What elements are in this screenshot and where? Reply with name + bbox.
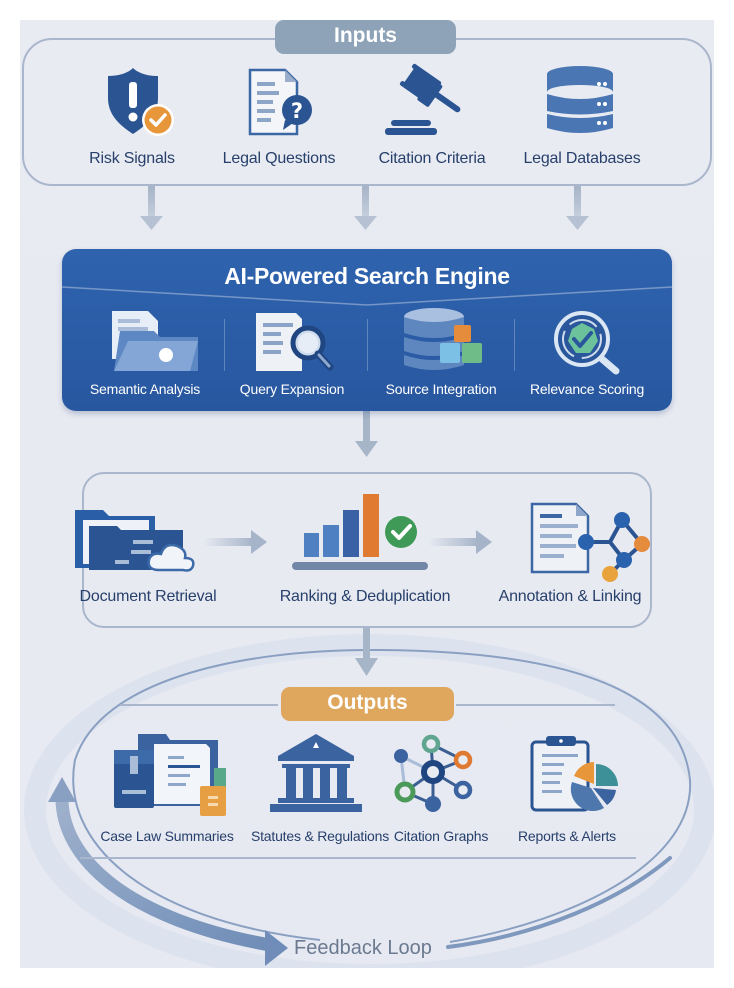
svg-text:?: ? (291, 99, 303, 123)
inputs-header: Inputs (275, 20, 456, 54)
gavel-icon (385, 63, 461, 135)
input-label-risk-signals: Risk Signals (89, 150, 175, 167)
engine-label-source-integration: Source Integration (385, 381, 497, 397)
diagram-canvas: Inputs Risk Signals ? Legal Questions (20, 20, 714, 968)
output-label-statutes-regulations: Statutes & Regulations (250, 828, 390, 844)
document-network-icon (530, 502, 650, 582)
engine-divider (367, 319, 368, 371)
engine-divider (514, 319, 515, 371)
feedback-tail (446, 856, 672, 949)
process-label-ranking-deduplication: Ranking & Deduplication (279, 588, 451, 605)
courthouse-icon (270, 734, 362, 812)
folder-documents-icon (112, 311, 198, 371)
arrow-down-process (355, 628, 378, 676)
network-graph-icon (394, 734, 473, 812)
output-label-citation-graphs: Citation Graphs (393, 828, 489, 844)
input-label-citation-criteria: Citation Criteria (378, 150, 486, 167)
document-question-icon: ? (248, 68, 312, 136)
output-label-case-law-summaries: Case Law Summaries (100, 828, 234, 844)
engine-divider (224, 319, 225, 371)
arrow-down-2 (354, 186, 377, 230)
feedback-arrow-body (55, 788, 277, 952)
engine-title: AI-Powered Search Engine (224, 263, 510, 289)
case-files-icon (114, 734, 226, 816)
bar-chart-check-icon (292, 494, 428, 570)
engine-title-divider (62, 286, 672, 306)
feedback-loop-graphic (24, 186, 714, 968)
outputs-header: Outputs (281, 687, 454, 721)
engine-label-semantic-analysis: Semantic Analysis (89, 381, 201, 397)
arrow-down-engine (355, 411, 378, 457)
document-search-icon (256, 313, 334, 371)
database-blocks-icon (404, 308, 482, 370)
feedback-arrow-head-right (265, 930, 288, 966)
process-label-document-retrieval: Document Retrieval (79, 588, 217, 605)
magnifier-check-icon (554, 311, 620, 375)
engine-label-query-expansion: Query Expansion (239, 381, 345, 397)
database-icon (547, 66, 613, 133)
input-label-legal-questions: Legal Questions (222, 150, 336, 167)
feedback-loop-label: Feedback Loop (294, 937, 432, 959)
process-label-annotation-linking: Annotation & Linking (498, 588, 642, 605)
shield-alert-check-icon (108, 68, 174, 136)
clipboard-pie-chart-icon (530, 736, 618, 812)
arrow-right-1 (205, 530, 267, 554)
output-label-reports-alerts: Reports & Alerts (518, 828, 616, 844)
arrow-right-2 (430, 530, 492, 554)
input-label-legal-databases: Legal Databases (523, 150, 641, 167)
arrow-down-1 (140, 186, 163, 230)
engine-label-relevance-scoring: Relevance Scoring (529, 381, 645, 397)
outputs-ellipse (72, 648, 692, 943)
feedback-arrow-head-up (48, 777, 76, 802)
arrow-down-3 (566, 186, 589, 230)
folder-cloud-icon (75, 510, 195, 572)
ai-search-engine-panel: AI-Powered Search Engine Semantic Analys… (62, 249, 672, 411)
